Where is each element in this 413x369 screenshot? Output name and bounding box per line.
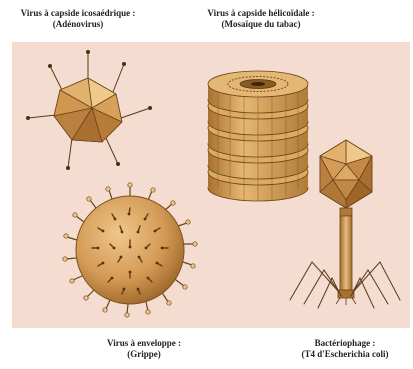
tobacco-mosaic-helical-capsid [208, 71, 308, 201]
adenovirus-icosahedral-capsid [26, 50, 152, 170]
influenza-enveloped-virus [63, 183, 197, 317]
